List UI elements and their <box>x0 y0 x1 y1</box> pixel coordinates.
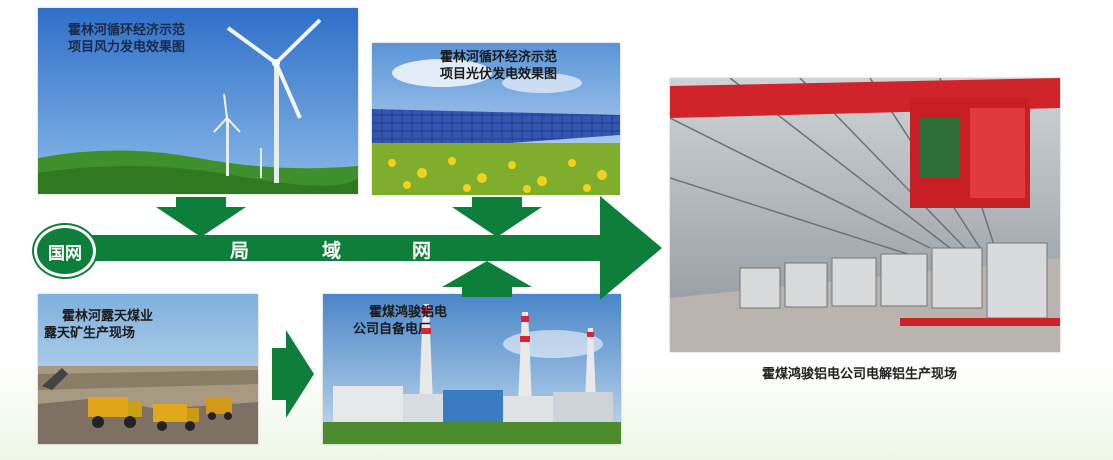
power-panel-caption: 霍煤鸿骏铝电 公司自备电厂 <box>353 305 448 337</box>
open-pit-mine-panel: 霍林河露天煤业 露天矿生产现场 <box>38 294 258 444</box>
power-plant-panel: 霍煤鸿骏铝电 公司自备电厂 <box>323 294 621 444</box>
wind-turbine-image <box>38 8 358 194</box>
state-grid-node: 国网 <box>34 225 96 277</box>
wind-panel-caption: 霍林河循环经济示范 项目风力发电效果图 <box>68 23 186 55</box>
grid-label-char-3: 网 <box>412 240 432 262</box>
mining-trucks-image <box>38 294 258 444</box>
grid-label-char-1: 局 <box>230 240 250 262</box>
solar-power-panel: 霍林河循环经济示范 项目光伏发电效果图 <box>372 43 620 195</box>
solar-panel-caption: 霍林河循环经济示范 项目光伏发电效果图 <box>440 50 558 82</box>
solar-farm-image <box>372 43 620 195</box>
electrolysis-hall-image <box>670 78 1060 352</box>
local-grid-line <box>40 235 630 261</box>
grid-label-char-2: 域 <box>322 240 342 262</box>
solar-down-arrow <box>452 197 542 237</box>
grid-arrowhead <box>600 196 662 300</box>
mine-panel-caption: 霍林河露天煤业 露天矿生产现场 <box>44 309 154 341</box>
wind-power-panel: 霍林河循环经济示范 项目风力发电效果图 <box>38 8 358 194</box>
aluminum-plant-caption: 霍煤鸿骏铝电公司电解铝生产现场 <box>762 367 958 382</box>
power-station-image <box>323 294 621 444</box>
wind-down-arrow <box>156 197 246 237</box>
mine-to-power-arrow <box>272 330 314 418</box>
power-up-arrow <box>442 261 532 297</box>
aluminum-plant-panel <box>670 78 1060 352</box>
